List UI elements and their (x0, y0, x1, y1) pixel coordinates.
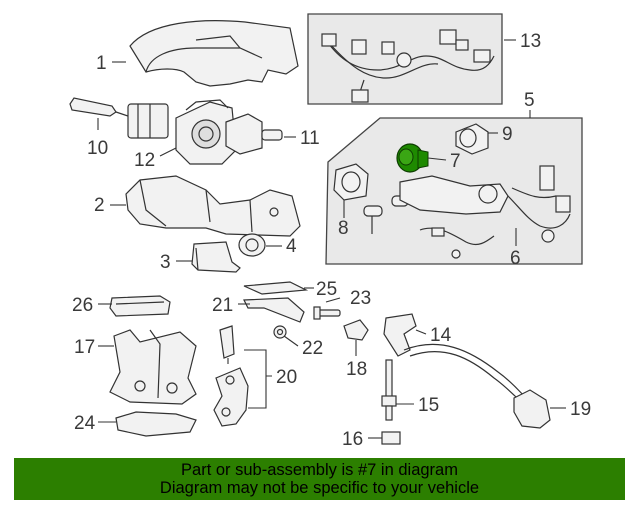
callout-6: 6 (510, 248, 521, 269)
part-2-column-bracket (125, 175, 301, 237)
part-23-bolt (313, 306, 341, 320)
callout-21: 21 (212, 295, 233, 316)
callout-4: 4 (286, 236, 297, 257)
part-13-wiring-harness (321, 29, 495, 103)
part-11-wiper-switch (225, 113, 283, 155)
part-21-bracket (243, 297, 305, 323)
callout-1: 1 (96, 53, 107, 74)
part-12-switch-housing (175, 99, 237, 165)
info-banner: Part or sub-assembly is #7 in diagram Di… (14, 458, 625, 500)
callout-9: 9 (502, 124, 513, 145)
callout-23: 23 (350, 288, 371, 309)
callout-19: 19 (570, 399, 591, 420)
callout-15: 15 (418, 395, 439, 416)
part-17-column-support (109, 329, 197, 405)
part-10-switch-lever (69, 97, 169, 139)
banner-line-1: Part or sub-assembly is #7 in diagram (181, 461, 458, 479)
callout-labels: 1 2 3 4 5 6 7 8 9 10 11 12 13 14 15 16 1… (72, 31, 591, 450)
part-4-bushing (238, 233, 266, 257)
part-25-plate (243, 281, 309, 295)
part-19-shift-knob (513, 389, 551, 429)
part-6-ignition-switch (399, 165, 571, 259)
part-16-nut (381, 431, 401, 445)
part-26-module (109, 295, 171, 317)
callout-11: 11 (300, 128, 320, 149)
part-22-nut (273, 325, 287, 339)
banner-line-2: Diagram may not be specific to your vehi… (159, 479, 480, 497)
leader-lines (97, 39, 566, 439)
part-14-shift-lever (383, 313, 527, 403)
callout-17: 17 (74, 337, 95, 358)
callout-2: 2 (94, 195, 105, 216)
part-18-clip (343, 319, 369, 341)
callout-14: 14 (430, 325, 452, 346)
callout-8: 8 (338, 218, 349, 239)
parts-diagram: 1 2 3 4 5 6 7 8 9 10 11 12 13 14 15 16 1… (69, 13, 591, 450)
part-7-lock-cylinder (396, 143, 429, 173)
part-1-column-cover (129, 20, 299, 87)
part-9-ring (455, 123, 489, 155)
callout-18: 18 (346, 359, 367, 380)
callout-25: 25 (316, 279, 337, 300)
callout-3: 3 (160, 252, 171, 273)
part-3-cover (191, 241, 241, 273)
part-20-brackets (213, 325, 249, 427)
callout-13: 13 (520, 31, 541, 52)
part-15-pin (381, 359, 397, 421)
callout-12: 12 (134, 150, 155, 171)
callout-5: 5 (524, 90, 535, 111)
callout-7: 7 (450, 151, 461, 172)
callout-20: 20 (276, 367, 297, 388)
callout-10: 10 (87, 138, 108, 159)
callout-26: 26 (72, 295, 93, 316)
callout-22: 22 (302, 338, 323, 359)
part-24-plate (115, 411, 197, 437)
callout-16: 16 (342, 429, 363, 450)
callout-24: 24 (74, 413, 96, 434)
